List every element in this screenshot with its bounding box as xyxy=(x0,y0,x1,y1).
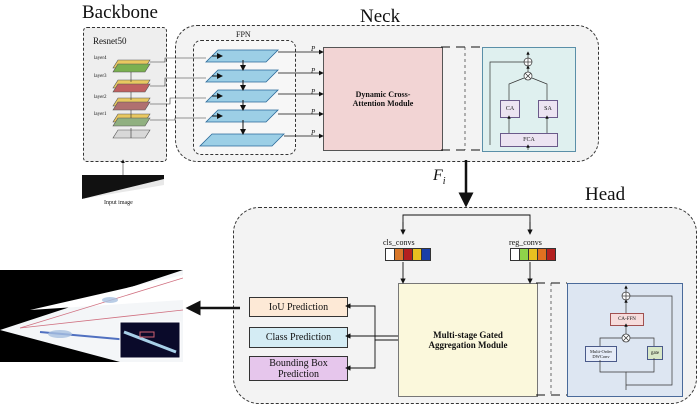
gate-block: gate xyxy=(647,346,663,360)
attention-internals xyxy=(489,51,549,150)
reg-strip-cell xyxy=(537,249,546,260)
bbox-prediction-label: Bounding Box Prediction xyxy=(269,357,328,380)
msga-module-label: Multi-stage Gated Aggregation Module xyxy=(428,330,508,350)
gated-internals xyxy=(599,285,673,390)
cls-strip-cell xyxy=(412,249,421,260)
cls-strip-cell xyxy=(394,249,403,260)
msga-to-prediction-arrows xyxy=(345,303,398,371)
reg-strip-cell xyxy=(519,249,528,260)
reg-convs-strip xyxy=(510,248,556,261)
output-image xyxy=(0,270,183,362)
ca-label: CA xyxy=(505,106,515,112)
cls-strip-cell xyxy=(386,249,394,260)
dca-module-label: Dynamic Cross-Attention Module xyxy=(352,90,414,108)
cls-strip-cell xyxy=(403,249,412,260)
backbone-model-label: Resnet50 xyxy=(93,36,127,46)
reg-convs-label: reg_convs xyxy=(509,238,542,247)
head-title: Head xyxy=(585,184,626,205)
cls-convs-strip xyxy=(385,248,431,261)
backbone-panel xyxy=(83,27,167,162)
input-image xyxy=(82,175,164,199)
reg-strip-cell xyxy=(528,249,537,260)
iou-prediction-label: IoU Prediction xyxy=(268,301,329,313)
cls-strip-cell xyxy=(421,249,430,260)
gate-label: gate xyxy=(650,350,660,356)
cls-convs-label: cls_convs xyxy=(383,238,415,247)
p-label-1: P xyxy=(311,45,316,53)
head-branch-arrows xyxy=(400,214,533,284)
layer-label-2: layer2 xyxy=(94,95,107,100)
fpn-label: FPN xyxy=(236,30,251,39)
backbone-layers xyxy=(112,59,151,175)
layer-label-4: layer4 xyxy=(94,56,107,61)
fpn-to-dca-arrows xyxy=(278,49,324,139)
p-label-3: P xyxy=(311,88,316,96)
feature-label-sub: i xyxy=(442,176,446,188)
multi-stage-gated-aggregation-module: Multi-stage Gated Aggregation Module xyxy=(398,283,538,397)
dca-zoom-lines xyxy=(441,46,482,151)
neck-title: Neck xyxy=(360,6,401,27)
p-label-4: P xyxy=(311,108,316,116)
backbone-title: Backbone xyxy=(82,2,158,23)
layer-label-1: layer1 xyxy=(94,112,107,117)
backbone-fpn-links xyxy=(150,57,206,121)
iou-prediction-box: IoU Prediction xyxy=(249,297,348,317)
sa-label: SA xyxy=(544,106,552,112)
ca-ffn-label: CA-FFN xyxy=(618,317,636,322)
fpn-arrows xyxy=(212,53,246,135)
multi-order-label: Multi-Order DWConv xyxy=(590,349,612,359)
p-label-5: P xyxy=(311,129,316,137)
fca-label: FCA xyxy=(523,137,535,143)
class-prediction-label: Class Prediction xyxy=(265,332,332,343)
feature-label: Fi xyxy=(433,167,446,187)
bbox-prediction-box: Bounding Box Prediction xyxy=(249,356,348,381)
p-label-2: P xyxy=(311,67,316,75)
msga-zoom-lines xyxy=(536,282,567,396)
reg-strip-cell xyxy=(511,249,519,260)
multi-order-dwconv-block: Multi-Order DWConv xyxy=(585,346,617,362)
input-image-label: Input image xyxy=(104,200,133,206)
feature-label-main: F xyxy=(433,167,443,184)
fpn-planes xyxy=(199,49,285,147)
dynamic-cross-attention-module: Dynamic Cross-Attention Module xyxy=(323,47,443,151)
reg-strip-cell xyxy=(546,249,555,260)
layer-label-3: layer3 xyxy=(94,74,107,79)
